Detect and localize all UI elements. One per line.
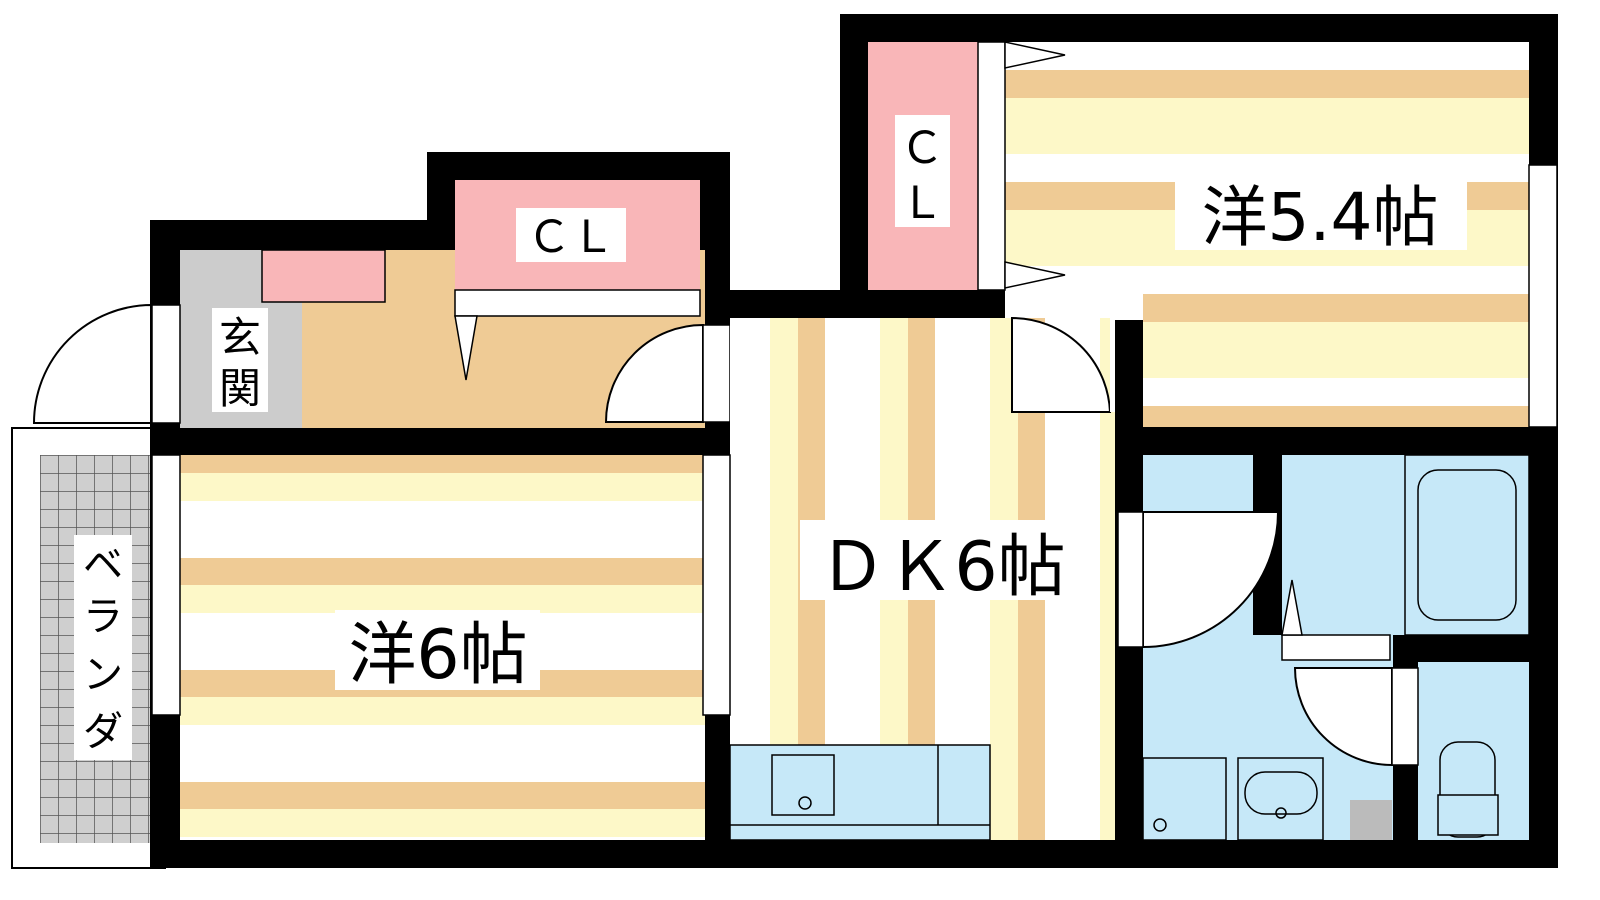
veranda-label-4: ダ	[83, 709, 123, 755]
washing-machine-space	[1142, 757, 1227, 841]
toilet-door-swing	[1293, 667, 1393, 767]
closet-left-label: ＣＬ	[527, 212, 615, 263]
hall-door-swing	[604, 323, 704, 423]
shoe-cabinet	[261, 249, 386, 303]
bathtub	[1404, 454, 1530, 636]
veranda-label-2: ラ	[83, 594, 123, 640]
entrance-label-1: 玄	[219, 313, 261, 362]
room-label-dining-kitchen: ＤＫ6帖	[818, 528, 1065, 607]
wash-door-swing	[1142, 511, 1280, 649]
room-label-western-6: 洋6帖	[348, 616, 527, 695]
closet-right-label-c: Ｃ	[900, 123, 944, 174]
sink	[771, 754, 835, 816]
wash-basin	[1237, 757, 1324, 841]
entrance-door-swing	[32, 303, 153, 424]
entrance-label-2: 関	[219, 364, 261, 413]
closet-right-label-l: Ｌ	[900, 178, 944, 229]
pipe-shaft	[1350, 800, 1392, 840]
dk-door-swing	[1011, 316, 1112, 413]
veranda-label-3: ン	[83, 652, 123, 698]
veranda-label-1: ベ	[83, 542, 123, 588]
room-label-western-5-4: 洋5.4帖	[1202, 179, 1439, 256]
